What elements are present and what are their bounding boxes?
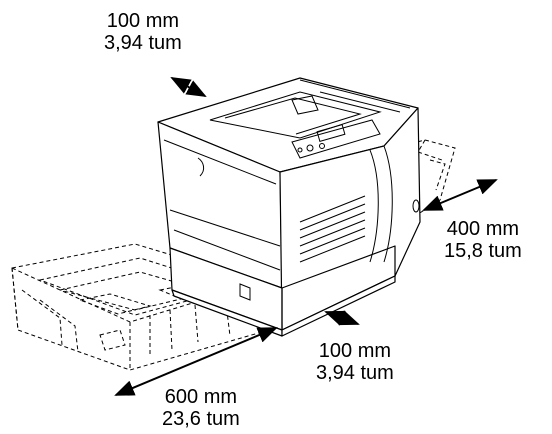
front-clearance-arrow <box>114 327 278 396</box>
top-clearance-arrow <box>170 77 207 97</box>
printer-illustration <box>157 77 421 337</box>
bottom-clearance-imperial: 3,94 tum <box>316 362 394 384</box>
right-clearance-imperial: 15,8 tum <box>444 240 522 262</box>
top-clearance-label: 100 mm 3,94 tum <box>104 10 182 54</box>
front-clearance-label: 600 mm 23,6 tum <box>162 386 240 430</box>
bottom-clearance-arrow <box>324 310 360 326</box>
right-clearance-mm: 400 mm <box>446 218 520 240</box>
front-clearance-mm: 600 mm <box>164 386 238 408</box>
bottom-clearance-mm: 100 mm <box>318 340 392 362</box>
dimension-arrows <box>114 77 498 396</box>
right-clearance-label: 400 mm 15,8 tum <box>444 218 522 262</box>
right-clearance-arrow <box>422 179 498 211</box>
top-clearance-mm: 100 mm <box>106 10 180 32</box>
bottom-clearance-label: 100 mm 3,94 tum <box>316 340 394 384</box>
printer-details <box>163 79 420 301</box>
top-clearance-imperial: 3,94 tum <box>104 32 182 54</box>
front-clearance-imperial: 23,6 tum <box>162 408 240 430</box>
